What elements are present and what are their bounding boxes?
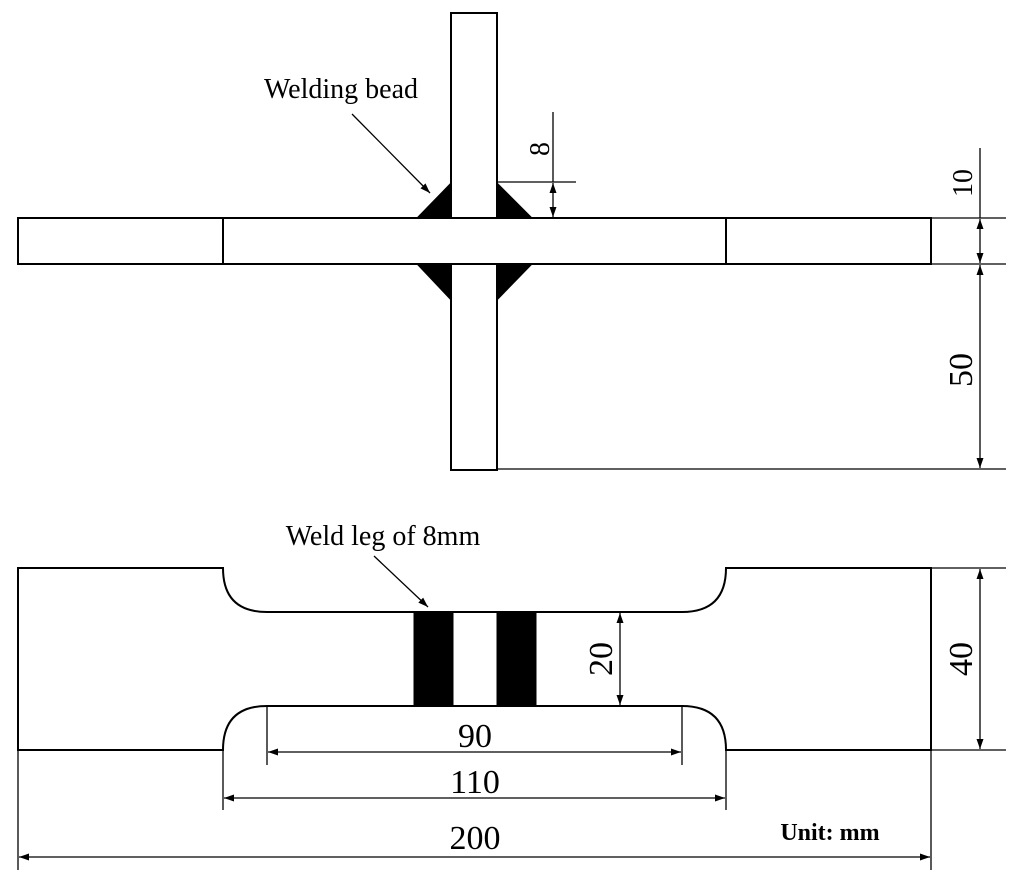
bottom-view: Weld leg of 8mm 20 40 90 110 200 Unit: m… (17, 521, 1006, 870)
weld-bead-top-left (415, 181, 452, 219)
dim-90-label: 90 (458, 718, 492, 755)
dim-20-label: 20 (583, 642, 620, 676)
weld-leg-label: Weld leg of 8mm (286, 521, 481, 552)
weld-leg-leader (373, 555, 429, 608)
dim-50-label: 50 (943, 353, 980, 387)
weld-bead-bottom-right (496, 263, 534, 302)
dim-200-label: 200 (450, 820, 501, 857)
dim-40-label: 40 (943, 642, 980, 676)
main-plate (17, 217, 932, 265)
welding-bead-leader (351, 113, 431, 194)
dim-110-label: 110 (450, 764, 500, 801)
weld-leg-band-left (413, 611, 454, 707)
dim-10-label: 10 (948, 169, 979, 197)
dim-8-label: 8 (525, 142, 556, 156)
weld-leg-band-right (496, 611, 537, 707)
weld-bead-bottom-left (415, 263, 452, 302)
weld-bead-top-right (496, 181, 534, 219)
attachment-plate-upper (450, 12, 498, 219)
attachment-plate-lower (450, 263, 498, 471)
top-view: Welding bead 8 10 50 (17, 12, 1006, 471)
unit-note: Unit: mm (780, 820, 879, 846)
welding-bead-label: Welding bead (264, 74, 418, 105)
